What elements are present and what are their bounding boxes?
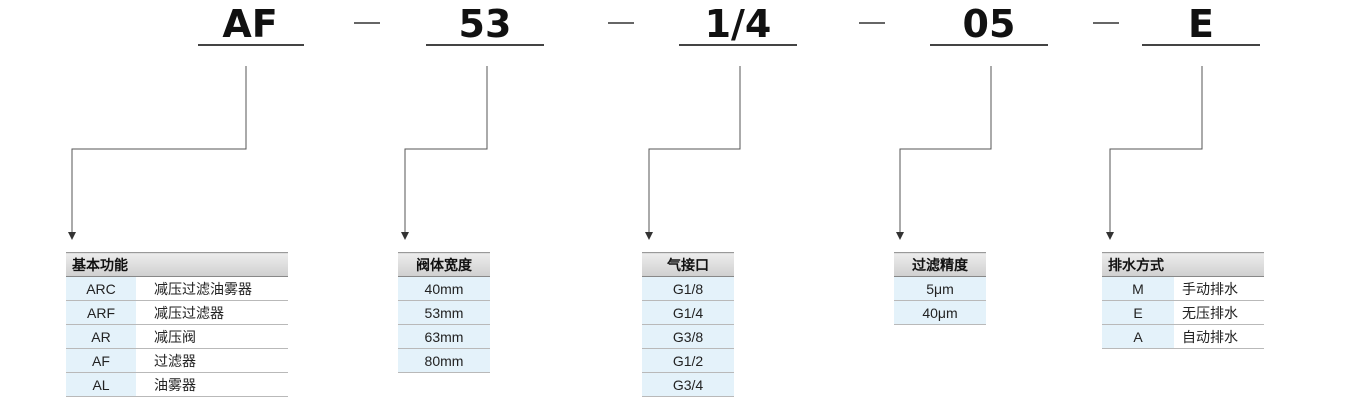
leader-drain: [1109, 66, 1203, 236]
leader-width: [404, 66, 488, 236]
code-underline-width: [426, 44, 544, 46]
code-underline-filter: [930, 44, 1048, 46]
table-header: 排水方式: [1102, 252, 1264, 277]
table-header: 基本功能: [66, 252, 288, 277]
code-segment-width: 53: [458, 2, 512, 46]
table-port: 气接口 G1/8 G1/4 G3/8 G1/2 G3/4: [642, 252, 734, 397]
code-underline-function: [198, 44, 304, 46]
separator-dash: [608, 22, 634, 24]
table-row: 40μm: [894, 300, 986, 325]
code-segment-filter: 05: [962, 2, 1016, 46]
table-row: 5μm: [894, 276, 986, 301]
arrow-head: [645, 232, 653, 240]
code-segment-port: 1/4: [704, 2, 772, 46]
code-segment-function: AF: [222, 2, 278, 46]
table-filter: 过滤精度 5μm 40μm: [894, 252, 986, 325]
leader-function: [71, 66, 247, 236]
separator-dash: [354, 22, 380, 24]
table-width: 阀体宽度 40mm 53mm 63mm 80mm: [398, 252, 490, 373]
table-header: 阀体宽度: [398, 252, 490, 277]
table-row: G3/8: [642, 324, 734, 349]
leader-filter: [899, 66, 992, 236]
leader-port: [648, 66, 741, 236]
table-row: 80mm: [398, 348, 490, 373]
table-header: 气接口: [642, 252, 734, 277]
table-row: 40mm: [398, 276, 490, 301]
table-row: G1/4: [642, 300, 734, 325]
arrow-head: [1106, 232, 1114, 240]
table-row: 63mm: [398, 324, 490, 349]
code-underline-drain: [1142, 44, 1260, 46]
arrow-head: [68, 232, 76, 240]
table-row: G1/2: [642, 348, 734, 373]
separator-dash: [1093, 22, 1119, 24]
table-row: 53mm: [398, 300, 490, 325]
separator-dash: [859, 22, 885, 24]
table-header: 过滤精度: [894, 252, 986, 277]
table-row: G1/8: [642, 276, 734, 301]
code-segment-drain: E: [1188, 2, 1214, 46]
table-row: G3/4: [642, 372, 734, 397]
code-underline-port: [679, 44, 797, 46]
arrow-head: [401, 232, 409, 240]
arrow-head: [896, 232, 904, 240]
